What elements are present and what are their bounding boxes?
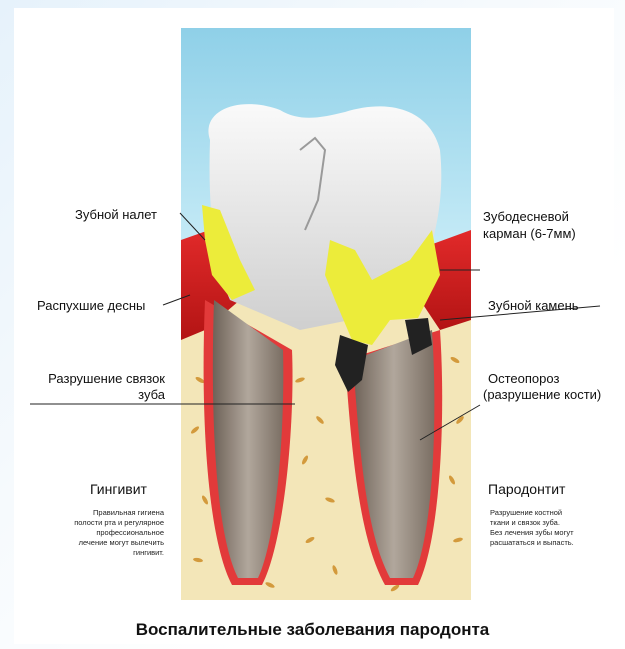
gingivitis-text: Правильная гигиена полости рта и регуляр… [40, 508, 164, 558]
label-plaque: Зубной налет [75, 207, 157, 223]
label-calculus: Зубной камень [488, 298, 579, 314]
periodontitis-text: Разрушение костной ткани и связок зуба. … [490, 508, 574, 548]
label-osteo-1: Остеопороз [488, 371, 559, 387]
diagram-caption: Воспалительные заболевания пародонта [0, 620, 625, 640]
label-ligament-2: зуба [20, 387, 165, 403]
label-pocket-2: карман (6-7мм) [483, 226, 576, 242]
periodontitis-title: Пародонтит [488, 481, 565, 497]
label-ligament-1: Разрушение связок [20, 371, 165, 387]
gingivitis-title: Гингивит [90, 481, 147, 497]
label-pocket-1: Зубодесневой [483, 209, 569, 225]
label-osteo-2: (разрушение кости) [483, 387, 601, 403]
label-swollen-gums: Распухшие десны [37, 298, 145, 314]
